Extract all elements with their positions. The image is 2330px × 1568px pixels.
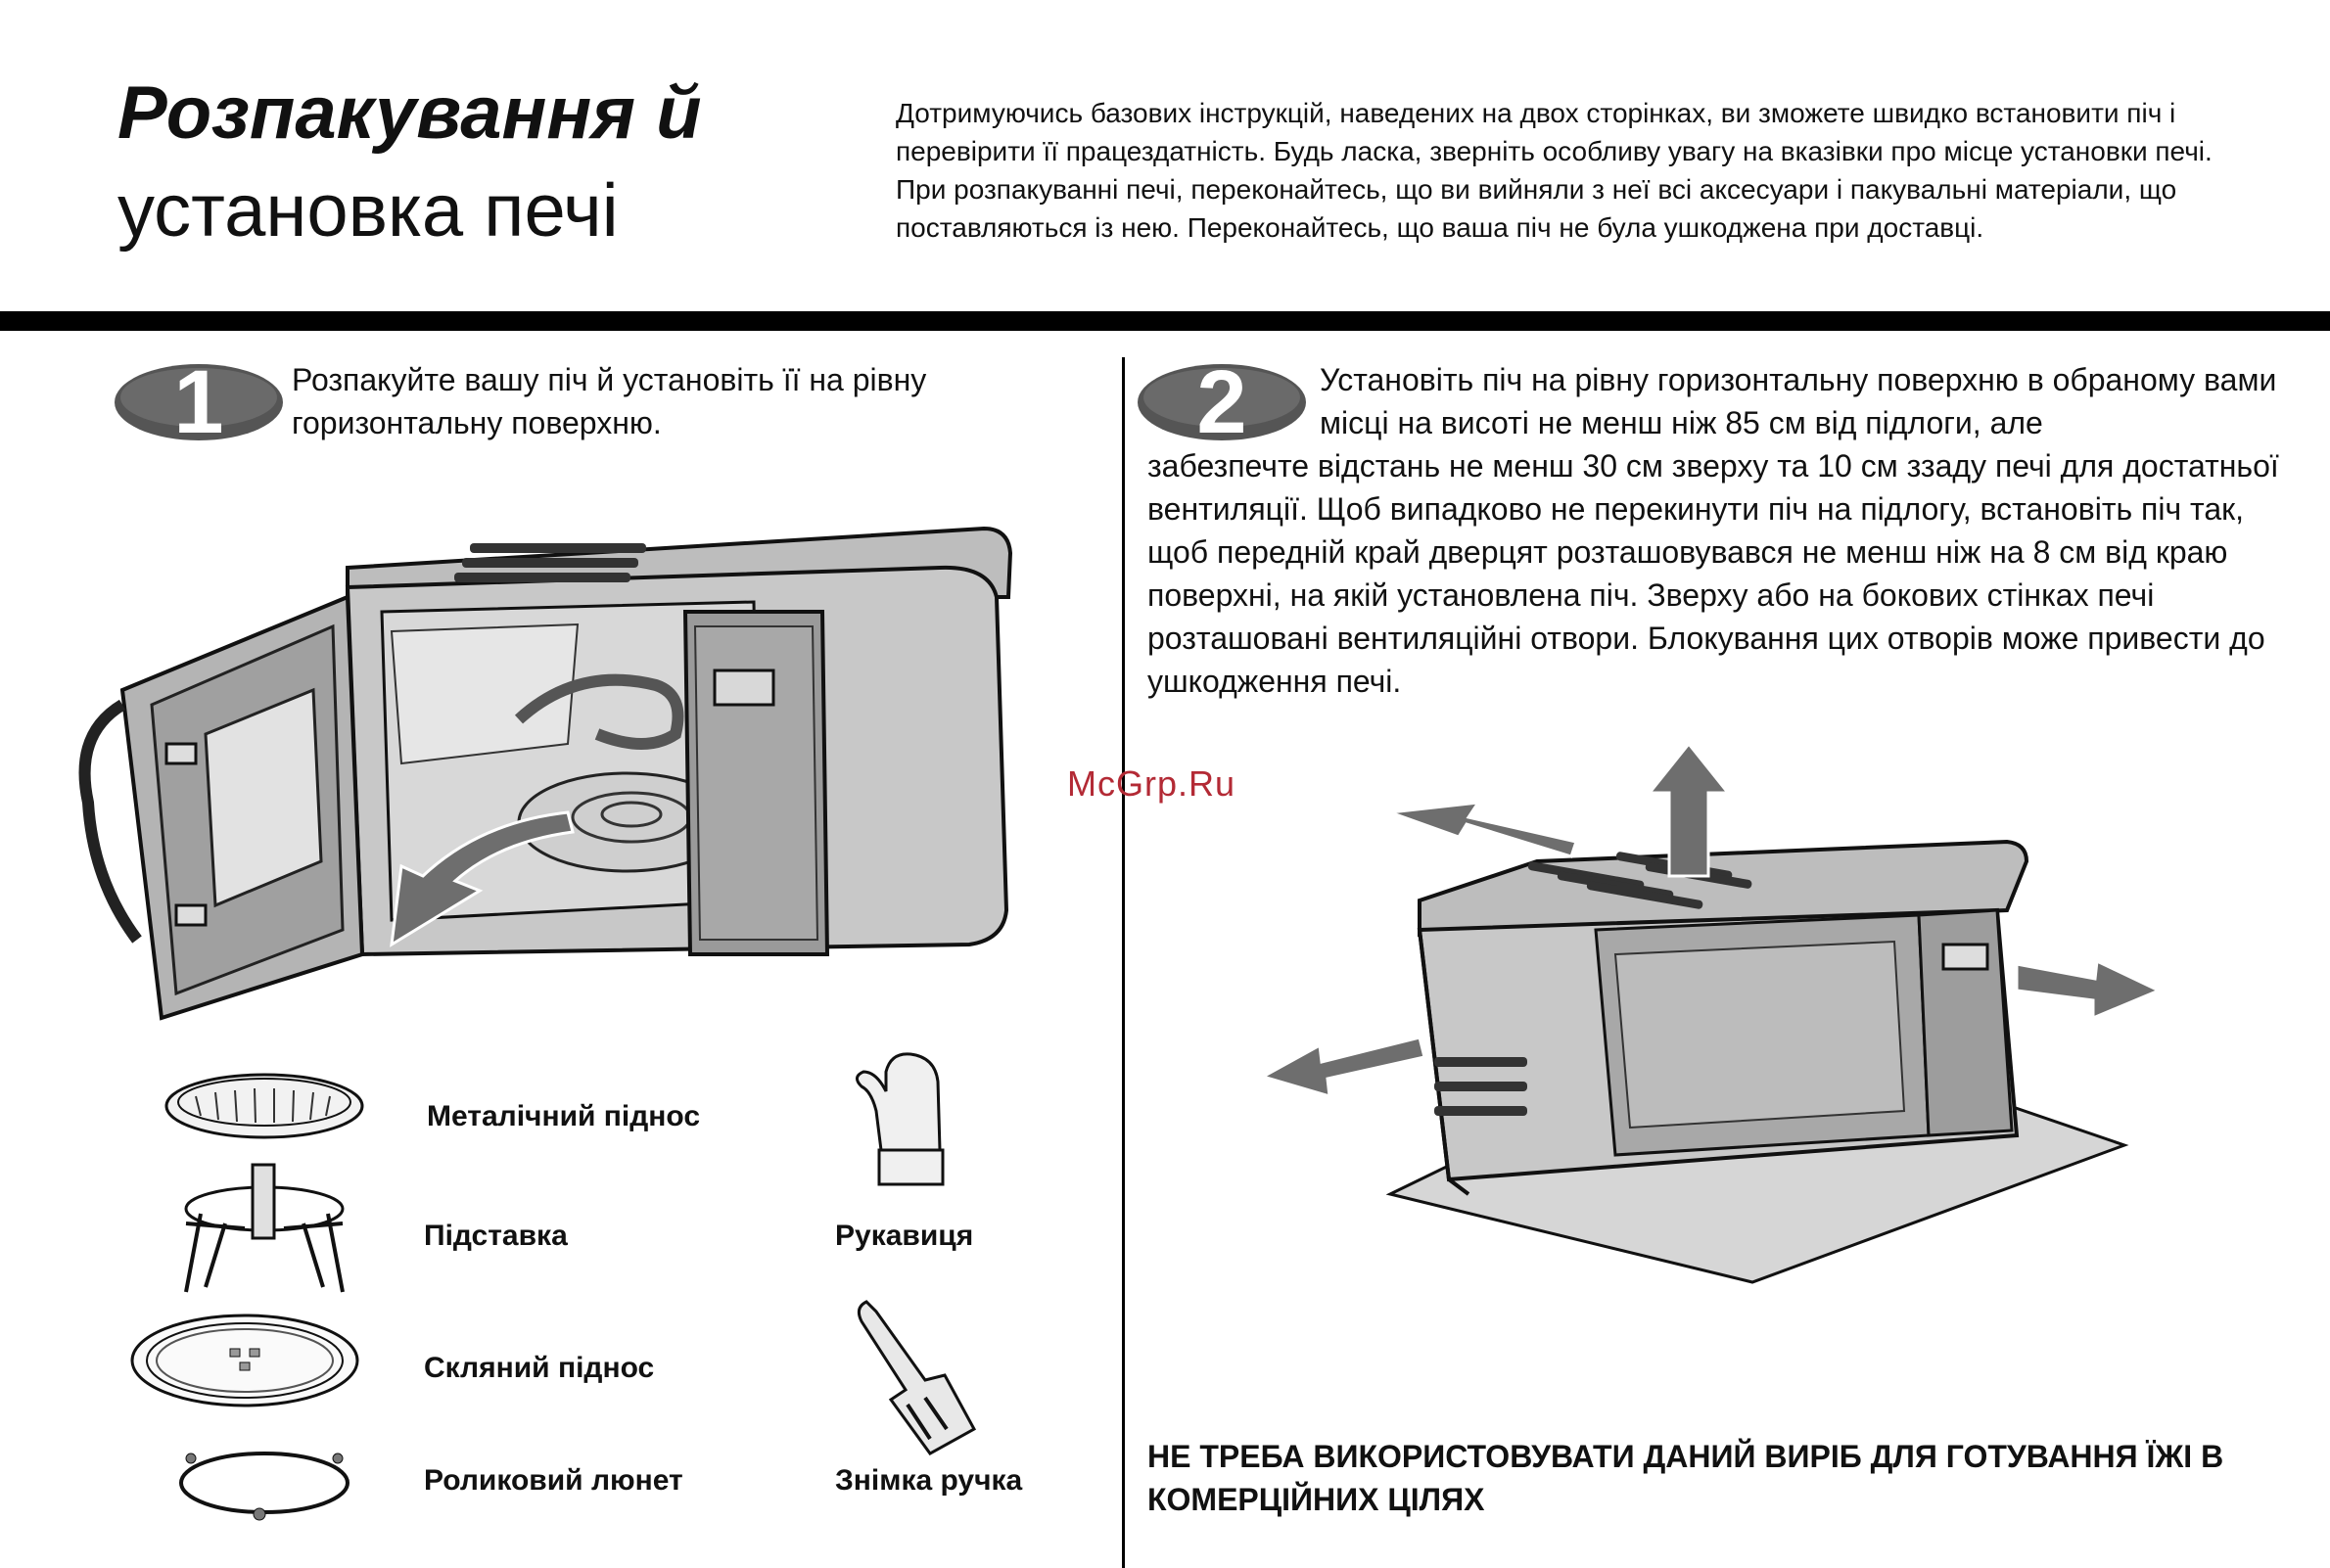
commercial-use-warning: НЕ ТРЕБА ВИКОРИСТОВУВАТИ ДАНИЙ ВИРІБ ДЛЯ… (1147, 1439, 2224, 1517)
roller-ring-icon (179, 1452, 350, 1521)
column-divider (1122, 357, 1125, 1568)
top-vents (454, 543, 646, 582)
side-vents (1434, 1057, 1527, 1116)
stand-icon (184, 1163, 345, 1293)
label-removable-handle: Знімка ручка (835, 1464, 1023, 1497)
watermark: McGrp.Ru (1067, 763, 1236, 804)
oven-mitt-icon (856, 1052, 945, 1186)
label-metal-tray: Металічний піднос (427, 1100, 701, 1132)
step-1-number: 1 (173, 352, 223, 452)
step-1-text: Розпакуйте вашу піч й установіть її на р… (292, 362, 927, 440)
intro-paragraph: Дотримуючись базових інструкцій, наведен… (896, 98, 2213, 243)
ventilation-clearance-illustration (1259, 741, 2163, 1284)
label-stand: Підставка (424, 1220, 568, 1252)
label-roller-ring: Роликовий люнет (424, 1464, 683, 1497)
label-mitt: Рукавиця (835, 1220, 974, 1252)
step-1-badge: 1 (115, 352, 283, 452)
label-glass-tray: Скляний піднос (424, 1352, 655, 1384)
page-title-line2: установка печі (117, 169, 619, 253)
step-2-text-top: Установіть піч на рівну горизонтальну по… (1320, 362, 2277, 440)
metal-tray-icon (164, 1073, 364, 1139)
header-divider (0, 311, 2330, 331)
glass-tray-icon (130, 1314, 359, 1407)
open-microwave-illustration (78, 526, 1013, 1021)
page-title-line1: Розпакування й (117, 71, 702, 155)
step-2-text-rest: забезпечте відстань не менш 30 см зверху… (1147, 448, 2279, 699)
removable-handle-icon (857, 1300, 977, 1455)
step-2-number: 2 (1196, 352, 1246, 452)
step-2-badge: 2 (1138, 352, 1306, 452)
